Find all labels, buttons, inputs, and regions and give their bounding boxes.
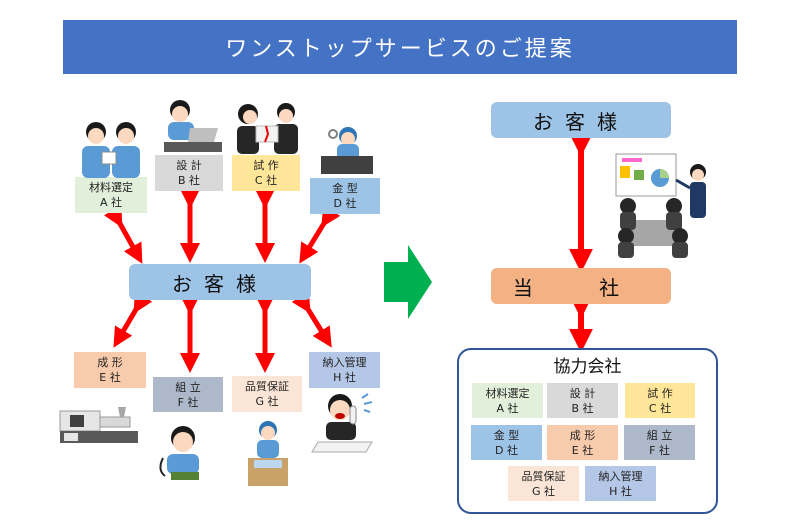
mold-worker-illustration — [321, 127, 373, 174]
partner-G-name: G 社 — [531, 484, 556, 498]
customer-label-left: お客様 — [172, 271, 268, 296]
partner-E-name: E 社 — [571, 443, 594, 457]
transition-arrow — [384, 245, 432, 319]
partner-box-G: 品質保証 G 社 — [508, 466, 579, 501]
company-C-role: 試 作 — [253, 159, 279, 172]
arrow-D-customer — [299, 205, 341, 264]
company-D-role: 金 型 — [332, 182, 358, 195]
title-text: ワンストップサービスのご提案 — [225, 37, 575, 62]
company-G-name: G 社 — [255, 395, 279, 408]
partner-F-name: F 社 — [649, 443, 670, 457]
partner-F-role: 組 立 — [646, 428, 673, 442]
company-F-role: 組 立 — [175, 380, 201, 394]
company-G-role: 品質保証 — [245, 380, 289, 393]
partner-box-C: 試 作 C 社 — [625, 383, 695, 418]
partner-A-name: A 社 — [496, 401, 519, 415]
partner-A-role: 材料選定 — [485, 386, 530, 400]
partner-H-name: H 社 — [609, 484, 632, 498]
company-D-name: D 社 — [333, 197, 357, 210]
partner-D-role: 金 型 — [493, 428, 520, 442]
company-A-name: A 社 — [99, 196, 123, 209]
partner-B-name: B 社 — [571, 401, 594, 415]
company-E-role: 成 形 — [97, 356, 123, 369]
company-H-role: 納入管理 — [322, 356, 367, 369]
company-H-name: H 社 — [333, 371, 356, 384]
our-company-label: 当 社 — [512, 275, 650, 300]
prototype-puzzle-illustration — [237, 103, 298, 154]
company-box-H: 納入管理 H 社 — [309, 352, 380, 388]
our-company-box: 当 社 — [491, 268, 671, 304]
partner-box-E: 成 形 E 社 — [547, 425, 618, 460]
injection-molding-machine-illustration — [59, 407, 138, 443]
customer-box-left: お客様 — [129, 264, 311, 300]
company-box-A: 材料選定 A 社 — [75, 177, 147, 213]
company-A-role: 材料選定 — [89, 181, 133, 194]
page-title: ワンストップサービスのご提案 — [63, 20, 737, 74]
presentation-meeting-illustration — [615, 153, 706, 258]
customer-label-right: お客様 — [533, 109, 629, 134]
partner-G-role: 品質保証 — [521, 469, 566, 483]
arrow-A-customer — [103, 205, 143, 264]
partner-box-F: 組 立 F 社 — [624, 425, 695, 460]
partner-B-role: 設 計 — [569, 386, 596, 400]
quality-inspector-illustration — [248, 421, 288, 486]
partner-H-role: 納入管理 — [598, 469, 643, 483]
arrow-H-customer — [291, 291, 332, 348]
partner-box-B: 設 計 B 社 — [547, 383, 618, 418]
company-box-C: 試 作 C 社 — [232, 155, 300, 191]
company-C-name: C 社 — [254, 174, 278, 187]
partner-C-name: C 社 — [648, 401, 672, 415]
company-B-name: B 社 — [177, 174, 201, 187]
partner-C-role: 試 作 — [647, 386, 673, 400]
company-box-E: 成 形 E 社 — [74, 352, 146, 388]
arrow-E-customer — [113, 291, 153, 348]
partner-box-D: 金 型 D 社 — [471, 425, 542, 460]
partner-D-name: D 社 — [495, 443, 518, 457]
company-B-role: 設 計 — [176, 159, 202, 172]
meeting-people-illustration — [82, 122, 140, 178]
partner-E-role: 成 形 — [569, 428, 596, 442]
company-box-F: 組 立 F 社 — [153, 377, 223, 412]
company-box-B: 設 計 B 社 — [155, 155, 223, 191]
customer-box-right: お客様 — [491, 102, 671, 138]
partner-companies-title: 協力会社 — [553, 357, 622, 377]
company-box-G: 品質保証 G 社 — [232, 376, 302, 412]
delivery-phone-worker-illustration — [311, 393, 373, 453]
company-box-D: 金 型 D 社 — [310, 178, 380, 214]
partner-box-H: 納入管理 H 社 — [585, 466, 656, 501]
partner-box-A: 材料選定 A 社 — [472, 383, 543, 418]
company-E-name: E 社 — [99, 371, 121, 384]
company-F-name: F 社 — [177, 395, 199, 409]
designer-laptop-illustration — [164, 100, 222, 152]
assembly-worker-illustration — [159, 426, 199, 480]
